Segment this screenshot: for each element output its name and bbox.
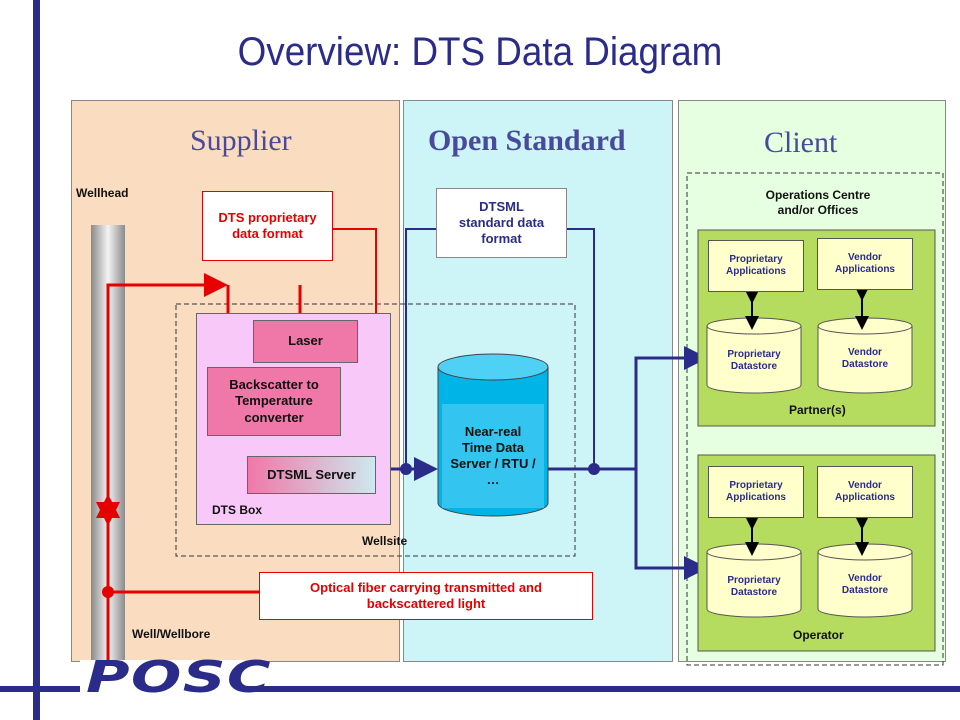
supplier-title: Supplier: [190, 124, 292, 157]
dts-proprietary-box: DTS proprietary data format: [202, 191, 333, 261]
partners-label: Partner(s): [789, 403, 846, 417]
posc-logo-text: POSC: [86, 652, 272, 703]
wellsite-label: Wellsite: [362, 534, 408, 548]
wellsite-boundary: [175, 303, 576, 557]
partner-proprietary-datastore: Proprietary Datastore: [727, 349, 781, 372]
operator-proprietary-datastore: Proprietary Datastore: [727, 575, 781, 598]
page-title: Overview: DTS Data Diagram: [237, 30, 723, 74]
well-wellbore-label: Well/Wellbore: [132, 627, 211, 641]
partner-proprietary-apps: Proprietary Applications: [708, 240, 804, 292]
server-cylinder: [437, 353, 549, 517]
server-label: Near-real Time Data Server / RTU / …: [450, 423, 536, 488]
open-standard-title: Open Standard: [428, 124, 626, 157]
operations-centre-label: Operations Centre and/or Offices: [765, 188, 871, 217]
bottom-accent-bar: [0, 686, 960, 692]
partner-vendor-apps: Vendor Applications: [817, 238, 913, 290]
left-accent-bar: [33, 0, 40, 720]
wellhead-label: Wellhead: [76, 186, 129, 200]
operations-boundary: [686, 172, 944, 666]
client-title: Client: [764, 126, 838, 159]
optical-fiber-box: Optical fiber carrying transmitted and b…: [259, 572, 593, 620]
operator-vendor-apps: Vendor Applications: [817, 466, 913, 518]
laser-box: Laser: [253, 320, 358, 363]
operator-proprietary-apps: Proprietary Applications: [708, 466, 804, 518]
dtsml-server-box: DTSML Server: [247, 456, 376, 494]
backscatter-box: Backscatter to Temperature converter: [207, 367, 341, 436]
dts-box-label: DTS Box: [212, 503, 263, 517]
dtsml-standard-box: DTSML standard data format: [436, 188, 567, 258]
partner-vendor-datastore: Vendor Datastore: [841, 347, 889, 370]
posc-logo: [80, 660, 245, 704]
operator-vendor-datastore: Vendor Datastore: [841, 573, 889, 596]
operator-label: Operator: [793, 628, 844, 642]
